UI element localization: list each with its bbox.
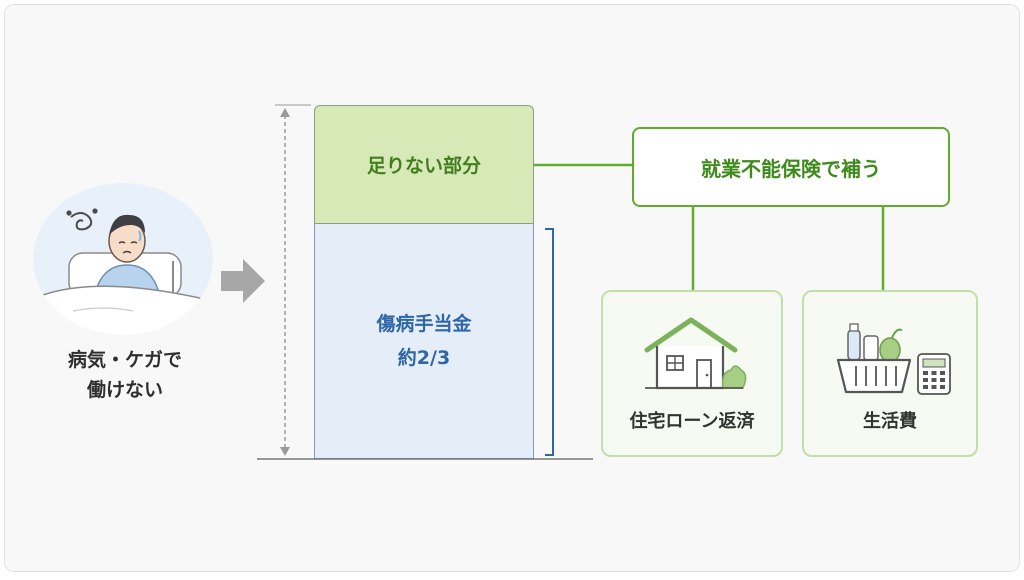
insurance-callout-label: 就業不能保険で補う — [701, 156, 881, 181]
house-icon — [644, 317, 747, 390]
diagram-canvas: 病気・ケガで 働けない 足りない部分 傷病手当金 約2/3 就業不能保険で補う … — [4, 4, 1020, 572]
person-circle — [33, 183, 213, 335]
benefit-segment: 傷病手当金 約2/3 — [314, 223, 534, 459]
arrow-right-icon — [221, 259, 265, 303]
shopping-basket-icon — [836, 323, 951, 395]
person-caption-line2: 働けない — [86, 379, 163, 401]
living-expenses-label: 生活費 — [863, 411, 917, 432]
person-caption-line1: 病気・ケガで — [67, 349, 182, 371]
benefit-label: 傷病手当金 — [376, 313, 472, 335]
living-expenses-box: 生活費 — [802, 290, 978, 457]
shortfall-label: 足りない部分 — [366, 155, 481, 177]
total-height-dimension — [275, 104, 311, 460]
benefit-bracket — [545, 228, 554, 456]
benefit-ratio: 約2/3 — [397, 347, 451, 369]
housing-loan-label: 住宅ローン返済 — [629, 411, 755, 432]
insurance-callout: 就業不能保険で補う — [632, 127, 950, 207]
housing-loan-box: 住宅ローン返済 — [601, 290, 783, 457]
sick-person-icon — [42, 208, 213, 335]
shortfall-segment: 足りない部分 — [314, 105, 534, 223]
dizzy-icon — [66, 208, 98, 231]
person-caption: 病気・ケガで 働けない — [25, 345, 225, 405]
